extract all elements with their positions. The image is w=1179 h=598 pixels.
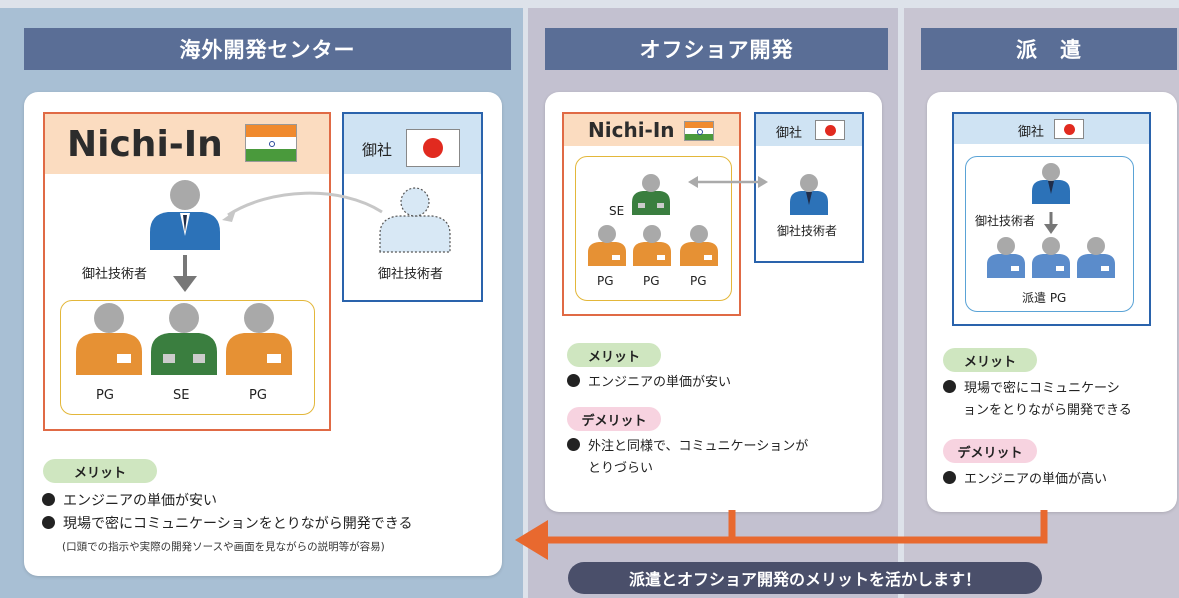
offshore-nichi-in-logo: Nichi-In xyxy=(588,118,675,142)
offshore-merit-pill: メリット xyxy=(567,343,661,367)
offshore-client-label: 御社 xyxy=(776,126,803,141)
offshore-pg-label-1: PG xyxy=(597,274,614,288)
dispatch-merit-pill: メリット xyxy=(943,348,1037,372)
team-label-se: SE xyxy=(173,388,190,403)
client-engineer-dotted-icon xyxy=(379,187,451,253)
combine-arrow-bracket xyxy=(728,510,1048,544)
dispatch-engineer-icon xyxy=(1032,163,1070,204)
dispatch-engineer-label: 御社技術者 xyxy=(975,214,1036,228)
dispatch-pg-icon-1 xyxy=(987,237,1025,278)
header-dispatch: 派 遣 xyxy=(921,28,1177,70)
offshore-pg-label-3: PG xyxy=(690,274,707,288)
engineer-label: 御社技術者 xyxy=(82,267,148,282)
engineer-blue-icon xyxy=(150,180,220,250)
offshore-se-icon xyxy=(632,174,670,215)
dispatch-client-label: 御社 xyxy=(1018,125,1045,140)
client-engineer-label: 御社技術者 xyxy=(378,267,444,282)
offshore-client-engineer-icon xyxy=(790,174,828,215)
header-overseas-center: 海外開発センター xyxy=(24,28,511,70)
dispatch-merit-item-cont: ョンをとりながら開発できる xyxy=(963,403,1132,418)
dispatch-pg-label: 派遣 PG xyxy=(1022,291,1067,305)
merit-pill: メリット xyxy=(43,459,157,483)
nichi-in-logo: Nichi-In xyxy=(67,123,223,165)
offshore-demerit-item-cont: とりづらい xyxy=(588,461,654,476)
offshore-pg-icon-1 xyxy=(588,225,626,266)
india-flag-icon xyxy=(245,124,297,162)
team-label-pg-2: PG xyxy=(249,388,267,403)
arrow-curve xyxy=(227,191,383,217)
merit-note: (口頭での指示や実際の開発ソースや画面を見ながらの説明等が容易) xyxy=(62,541,385,553)
dispatch-merit-item: 現場で密にコミュニケーシ xyxy=(943,380,1120,399)
client-label: 御社 xyxy=(362,141,393,159)
offshore-pg-label-2: PG xyxy=(643,274,660,288)
double-arrow-icon xyxy=(688,176,768,188)
offshore-se-label: SE xyxy=(609,204,625,218)
dispatch-pg-icon-3 xyxy=(1077,237,1115,278)
offshore-japan-flag-icon xyxy=(815,120,845,140)
dispatch-pg-icon-2 xyxy=(1032,237,1070,278)
dispatch-demerit-item: エンジニアの単価が高い xyxy=(943,471,1107,490)
down-arrow-head xyxy=(173,276,197,292)
offshore-demerit-pill: デメリット xyxy=(567,407,661,431)
dispatch-down-arrow-icon xyxy=(1044,212,1058,234)
arrow-head xyxy=(222,210,236,222)
japan-flag-icon xyxy=(406,129,460,167)
dispatch-japan-flag-icon xyxy=(1054,119,1084,139)
team-label-pg-1: PG xyxy=(96,388,114,403)
header-offshore: オフショア開発 xyxy=(545,28,888,70)
merit-item-2: 現場で密にコミュニケーションをとりながら開発できる xyxy=(42,514,412,534)
summary-banner: 派遣とオフショア開発のメリットを活かします！ xyxy=(568,562,1042,594)
offshore-india-flag-icon xyxy=(684,121,714,141)
dispatch-demerit-pill: デメリット xyxy=(943,439,1037,463)
combine-arrow-head xyxy=(515,520,548,560)
merit-item-1: エンジニアの単価が安い xyxy=(42,491,217,511)
offshore-client-engineer-label: 御社技術者 xyxy=(777,224,838,238)
team-people-overlay xyxy=(76,303,292,375)
offshore-demerit-item: 外注と同様で、コミュニケーションが xyxy=(567,438,808,457)
offshore-merit-item: エンジニアの単価が安い xyxy=(567,374,731,393)
offshore-pg-icon-2 xyxy=(633,225,671,266)
offshore-pg-icon-3 xyxy=(680,225,718,266)
dispatch-client-box-header xyxy=(954,114,1149,144)
